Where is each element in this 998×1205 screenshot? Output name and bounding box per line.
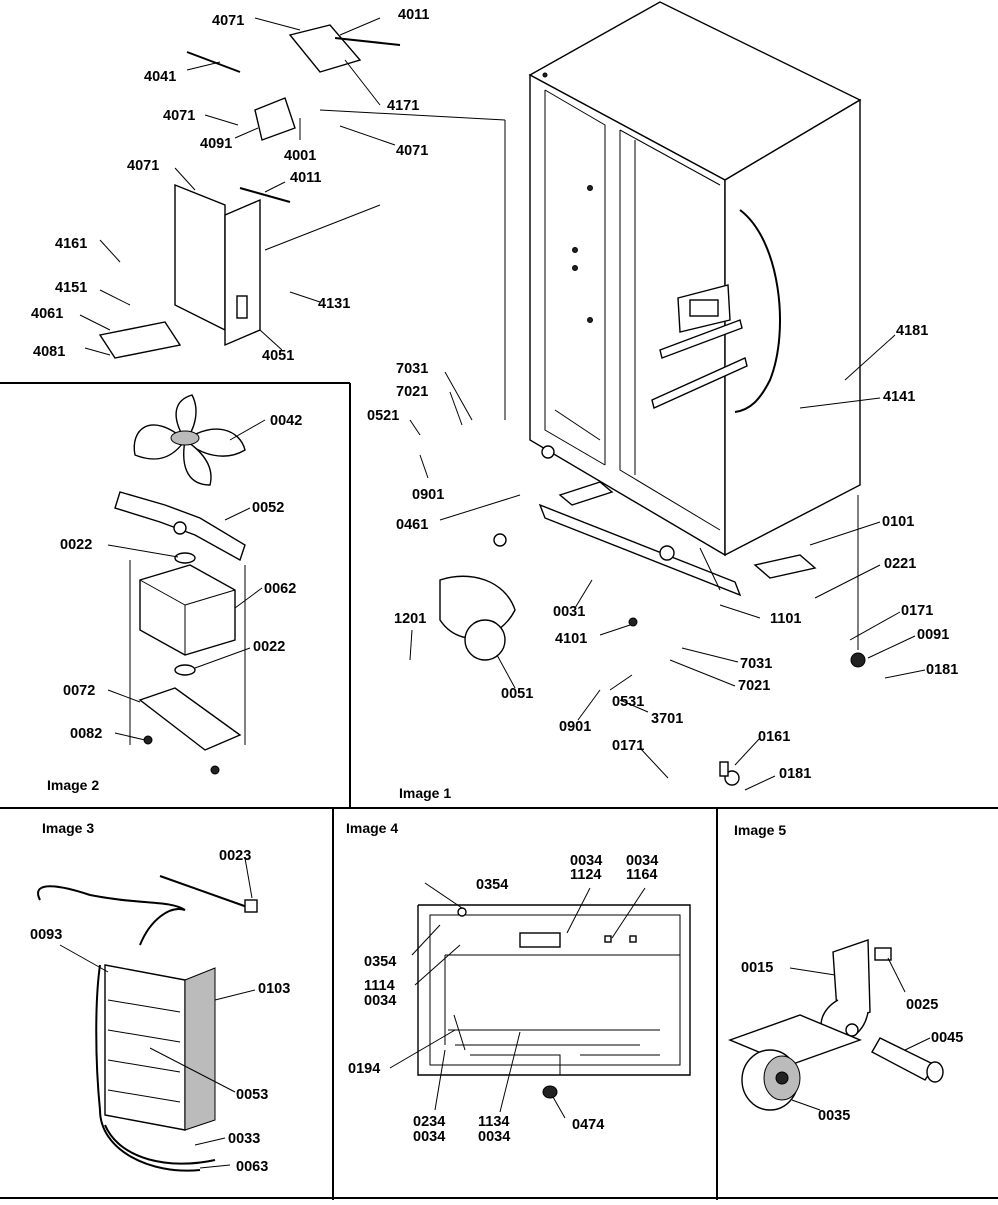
part-label: 0051 <box>501 686 533 702</box>
part-label: 7021 <box>738 678 770 694</box>
image5-labels: Image 5 0015 0025 0045 0035 <box>734 822 963 1124</box>
part-label: 7031 <box>740 656 772 672</box>
part-label: 0101 <box>882 514 914 530</box>
liner-drawing <box>417 904 691 1099</box>
panel-caption: Image 5 <box>734 822 786 838</box>
part-label: 0181 <box>926 662 958 678</box>
part-label: 0531 <box>612 694 644 710</box>
part-label: 0234 <box>413 1114 445 1130</box>
part-label: 0901 <box>559 719 591 735</box>
part-label: 0042 <box>270 413 302 429</box>
part-label: 0171 <box>901 603 933 619</box>
part-label: 4071 <box>396 143 428 159</box>
part-label: 4151 <box>55 280 87 296</box>
part-label: 0034 <box>364 993 396 1009</box>
part-label: 4131 <box>318 296 350 312</box>
image5-leaders <box>789 957 931 1111</box>
part-label: 0033 <box>228 1131 260 1147</box>
part-label: 4011 <box>290 170 321 186</box>
panel-caption: Image 3 <box>42 820 94 836</box>
part-label: 0181 <box>779 766 811 782</box>
part-label: 0354 <box>476 877 508 893</box>
roller-drawing <box>728 939 944 1111</box>
part-label: 0093 <box>30 927 62 943</box>
part-label: 1124 <box>570 867 601 883</box>
part-label: 0221 <box>884 556 916 572</box>
part-label: 0103 <box>258 981 290 997</box>
panel-caption: Image 2 <box>47 777 99 793</box>
part-label: 4001 <box>284 148 316 164</box>
part-label: 7031 <box>396 361 428 377</box>
part-label: 0015 <box>741 960 773 976</box>
part-label: 4081 <box>33 344 65 360</box>
part-label: 0063 <box>236 1159 268 1175</box>
part-label: 0034 <box>413 1129 445 1145</box>
image3-labels: Image 3 0023 0093 0103 0053 0033 0063 <box>30 820 290 1175</box>
panel-caption: Image 4 <box>346 820 398 836</box>
part-label: 4071 <box>212 13 244 29</box>
part-label: 1114 <box>364 978 395 994</box>
part-label: 1101 <box>770 611 801 627</box>
part-label: 0521 <box>367 408 399 424</box>
part-label: 0461 <box>396 517 428 533</box>
part-label: 4071 <box>127 158 159 174</box>
panel-borders <box>0 382 998 1200</box>
part-label: 0901 <box>412 487 444 503</box>
cabinet-drawing <box>528 1 862 597</box>
bracket-assembly <box>98 24 401 359</box>
part-label: 4161 <box>55 236 87 252</box>
part-label: 0022 <box>60 537 92 553</box>
part-label: 4071 <box>163 108 195 124</box>
part-label: 0354 <box>364 954 396 970</box>
panel-caption: Image 1 <box>399 785 451 801</box>
part-label: 0034 <box>626 853 658 869</box>
part-label: 4011 <box>398 7 429 23</box>
evaporator-drawing <box>37 875 258 1172</box>
part-label: 0052 <box>252 500 284 516</box>
part-label: 0053 <box>236 1087 268 1103</box>
part-label: 0474 <box>572 1117 604 1133</box>
image1-labels: 4071 4011 4041 4171 4071 4091 4001 4071 … <box>31 7 958 801</box>
part-label: 4181 <box>896 323 928 339</box>
part-label: 0034 <box>478 1129 510 1145</box>
caster-parts <box>493 445 866 786</box>
part-label: 0025 <box>906 997 938 1013</box>
part-label: 1201 <box>394 611 426 627</box>
part-label: 0171 <box>612 738 644 754</box>
part-label: 4141 <box>883 389 915 405</box>
image4-leaders <box>389 882 646 1119</box>
part-label: 0194 <box>348 1061 380 1077</box>
image3-leaders <box>59 857 256 1169</box>
image2-leaders <box>107 419 266 741</box>
part-label: 1164 <box>626 867 657 883</box>
part-label: 0034 <box>570 853 602 869</box>
part-label: 0035 <box>818 1108 850 1124</box>
image4-labels: Image 4 0034 1124 0034 1164 0354 0354 11… <box>346 820 658 1145</box>
part-label: 0031 <box>553 604 585 620</box>
part-label: 4051 <box>262 348 294 364</box>
part-label: 0072 <box>63 683 95 699</box>
part-label: 0161 <box>758 729 790 745</box>
part-label: 0023 <box>219 848 251 864</box>
part-label: 7021 <box>396 384 428 400</box>
part-label: 4041 <box>144 69 176 85</box>
part-label: 4061 <box>31 306 63 322</box>
fan-motor-drawing <box>114 394 246 775</box>
part-label: 3701 <box>651 711 683 727</box>
part-label: 4101 <box>555 631 587 647</box>
part-label: 1134 <box>478 1114 509 1130</box>
part-label: 0082 <box>70 726 102 742</box>
part-label: 0022 <box>253 639 285 655</box>
part-label: 0045 <box>931 1030 963 1046</box>
leader-lines <box>79 17 926 791</box>
part-label: 4091 <box>200 136 232 152</box>
part-label: 4171 <box>387 98 419 114</box>
part-label: 0062 <box>264 581 296 597</box>
image2-labels: 0042 0052 0022 0062 0022 0072 0082 Image… <box>47 413 302 793</box>
part-label: 0091 <box>917 627 949 643</box>
fan-shroud <box>439 575 516 661</box>
